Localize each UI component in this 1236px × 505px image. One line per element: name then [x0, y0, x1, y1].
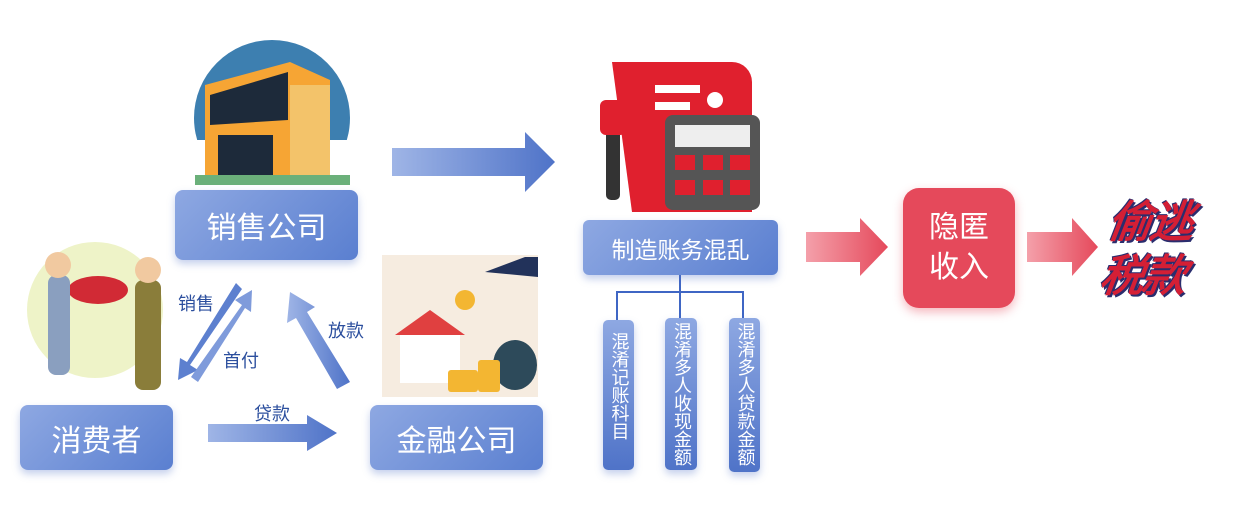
car-sale-illustration	[27, 242, 163, 390]
label-down-payment: 首付	[223, 351, 259, 372]
label-loan: 贷款	[254, 404, 290, 425]
calculator-illustration	[600, 62, 760, 212]
arrow-to-hidden-income	[806, 218, 888, 276]
label-disburse: 放款	[328, 321, 364, 342]
fake-accounts-node: 制造账务混乱	[583, 220, 778, 275]
tax-evasion-text: 偷逃税款	[1096, 196, 1207, 304]
arrow-to-tax-evasion	[1027, 218, 1098, 276]
tax-evasion-label: 偷逃税款	[1096, 197, 1196, 302]
building-illustration	[194, 40, 355, 196]
hidden-income-text: 隐匿收入	[929, 210, 989, 285]
sub-item-accounts: 混淆记账科目	[603, 320, 634, 470]
tree-connector	[616, 275, 744, 320]
sales-company-node: 销售公司	[175, 190, 358, 260]
arrow-sale	[178, 283, 242, 380]
arrow-to-fake-accounts	[392, 132, 555, 192]
arrow-loan	[208, 415, 337, 451]
sub-item-loans: 混淆多人贷款金额	[729, 318, 760, 472]
consumer-node: 消费者	[20, 405, 173, 470]
money-house-illustration	[382, 255, 538, 397]
sub-item-cash: 混淆多人收现金额	[665, 318, 697, 470]
finance-company-node: 金融公司	[370, 405, 543, 470]
label-sale: 销售	[178, 294, 214, 315]
arrow-down-payment	[191, 290, 252, 382]
arrow-disburse	[287, 292, 350, 389]
hidden-income-node: 隐匿收入	[903, 188, 1015, 308]
